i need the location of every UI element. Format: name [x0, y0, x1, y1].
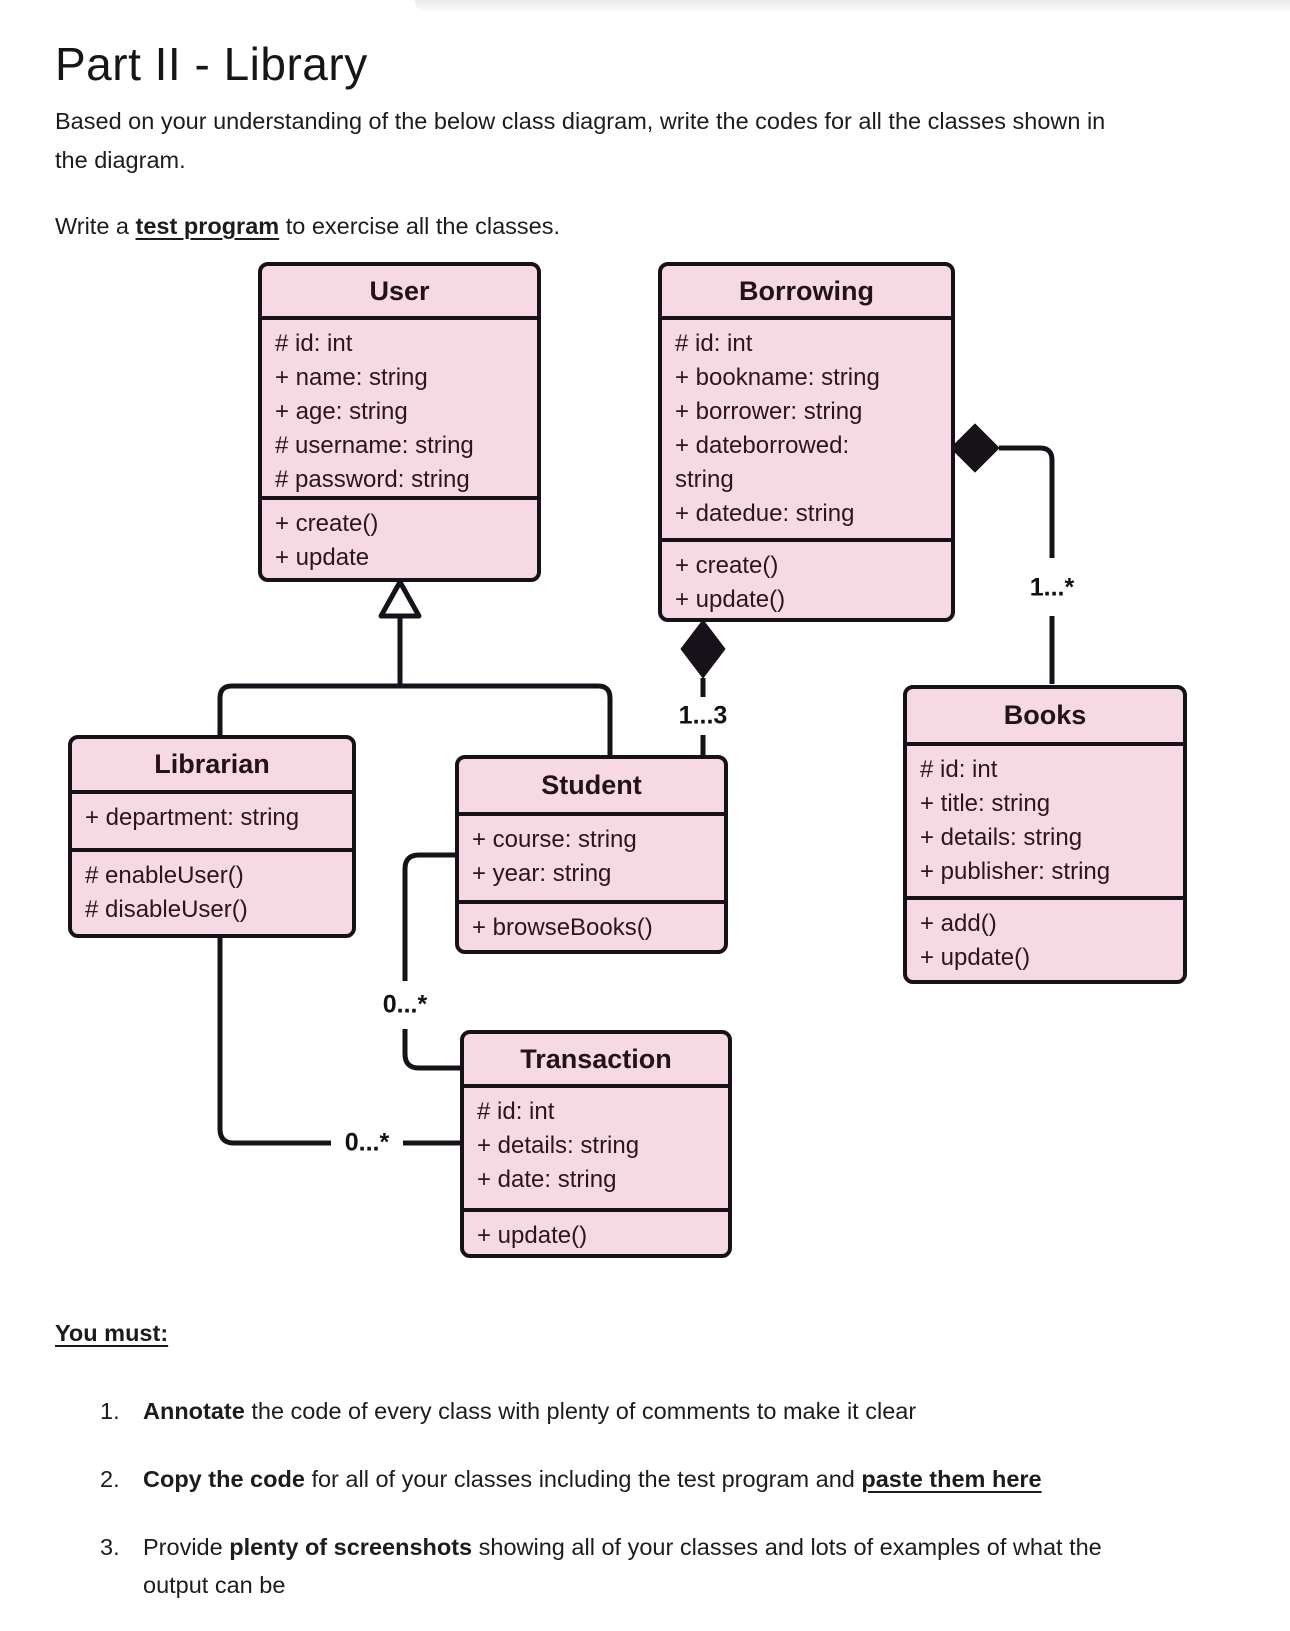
class-user-title: User — [262, 266, 537, 320]
page-title: Part II - Library — [55, 37, 368, 90]
class-borrowing-methods: + create() + update() — [662, 538, 951, 618]
list-number: 1. — [100, 1398, 120, 1424]
class-librarian-attributes: + department: string — [72, 794, 352, 848]
class-student-methods: + browseBooks() — [459, 900, 724, 950]
class-borrowing-box: Borrowing # id: int + bookname: string +… — [658, 262, 955, 622]
class-books-methods: + add() + update() — [907, 896, 1183, 980]
attribute-line: + course: string — [472, 826, 637, 853]
class-books-attributes: # id: int + title: string + details: str… — [907, 746, 1183, 896]
class-transaction-box: Transaction # id: int + details: string … — [460, 1030, 732, 1258]
requirement-rest: showing all of your classes and lots of … — [472, 1534, 1102, 1560]
method-line: + create() — [675, 552, 779, 579]
librarian-transaction-line-left — [217, 936, 331, 1146]
intro-line-2: the diagram. — [55, 146, 186, 173]
attribute-line: # password: string — [275, 466, 470, 493]
class-librarian-box: Librarian + department: string # enableU… — [68, 735, 356, 938]
attribute-line: + borrower: string — [675, 398, 863, 425]
attribute-line: + year: string — [472, 860, 612, 887]
list-number: 2. — [100, 1466, 120, 1492]
class-student-attributes: + course: string + year: string — [459, 816, 724, 900]
attribute-line: + bookname: string — [675, 364, 880, 391]
class-student-box: Student + course: string + year: string … — [455, 755, 728, 954]
annotate-emphasis: Annotate — [143, 1398, 245, 1424]
list-number: 3. — [100, 1534, 120, 1560]
borrowing-books-line-upper — [999, 445, 1055, 558]
requirement-text: Copy the code for all of your classes in… — [143, 1460, 1042, 1498]
attribute-line: string — [675, 466, 734, 493]
intro-line-1: Based on your understanding of the below… — [55, 107, 1106, 134]
attribute-line: + details: string — [477, 1132, 640, 1159]
method-line: + browseBooks() — [472, 914, 653, 941]
attribute-line: + dateborrowed: — [675, 432, 850, 459]
test-program-emphasis: test program — [135, 212, 280, 239]
multiplicity-student-transaction: 0...* — [382, 990, 428, 1019]
attribute-line: + date: string — [477, 1166, 617, 1193]
multiplicity-librarian-transaction: 0...* — [344, 1128, 390, 1157]
class-librarian-title: Librarian — [72, 739, 352, 794]
requirement-rest: the code of every class with plenty of c… — [244, 1398, 917, 1424]
attribute-line: # id: int — [477, 1098, 555, 1125]
class-transaction-attributes: # id: int + details: string + date: stri… — [464, 1088, 728, 1208]
screenshots-emphasis: plenty of screenshots — [229, 1534, 473, 1560]
class-librarian-methods: # enableUser() # disableUser() — [72, 848, 352, 934]
requirement-item-3: 3. Provide plenty of screenshots showing… — [100, 1528, 1220, 1604]
write-test-program-paragraph: Write a test program to exercise all the… — [55, 207, 1215, 246]
student-transaction-line-upper — [402, 852, 457, 981]
method-line: + add() — [920, 910, 997, 937]
class-borrowing-attributes: # id: int + bookname: string + borrower:… — [662, 320, 951, 538]
attribute-line: # id: int — [675, 330, 753, 357]
attribute-line: + age: string — [275, 398, 408, 425]
attribute-line: # username: string — [275, 432, 474, 459]
attribute-line: # id: int — [275, 330, 353, 357]
requirement-item-2: 2. Copy the code for all of your classes… — [100, 1460, 1220, 1498]
class-user-attributes: # id: int + name: string + age: string #… — [262, 320, 537, 496]
write-suffix: to exercise all the classes. — [279, 212, 560, 239]
multiplicity-borrowing-books: 1...* — [1029, 573, 1075, 602]
attribute-line: + publisher: string — [920, 858, 1111, 885]
copy-code-emphasis: Copy the code — [143, 1466, 305, 1492]
class-borrowing-title: Borrowing — [662, 266, 951, 320]
attribute-line: # id: int — [920, 756, 998, 783]
class-user-box: User # id: int + name: string + age: str… — [258, 262, 541, 582]
method-line: + create() — [275, 510, 379, 537]
method-line: # disableUser() — [85, 896, 248, 923]
class-transaction-methods: + update() — [464, 1208, 728, 1254]
attribute-line: + title: string — [920, 790, 1051, 817]
requirement-line-2: output can be — [143, 1572, 286, 1598]
class-user-methods: + create() + update — [262, 496, 537, 578]
paste-here-emphasis: paste them here — [861, 1466, 1042, 1492]
requirement-middle: for all of your classes including the te… — [304, 1466, 862, 1492]
attribute-line: + department: string — [85, 804, 300, 831]
class-books-title: Books — [907, 689, 1183, 746]
attribute-line: + name: string — [275, 364, 428, 391]
you-must-heading: You must: — [55, 1320, 168, 1347]
attribute-line: + details: string — [920, 824, 1083, 851]
you-must-text: You must: — [55, 1320, 169, 1346]
class-books-box: Books # id: int + title: string + detail… — [903, 685, 1187, 984]
attribute-line: + datedue: string — [675, 500, 855, 527]
intro-paragraph: Based on your understanding of the below… — [55, 102, 1215, 180]
composition-diamond-student-icon — [680, 619, 726, 679]
requirement-text: Provide plenty of screenshots showing al… — [143, 1528, 1102, 1604]
requirement-item-1: 1. Annotate the code of every class with… — [100, 1392, 1220, 1430]
class-student-title: Student — [459, 759, 724, 816]
requirement-text: Annotate the code of every class with pl… — [143, 1392, 916, 1430]
multiplicity-borrowing-student: 1...3 — [678, 701, 728, 730]
method-line: # enableUser() — [85, 862, 244, 889]
top-artifact-bar — [415, 0, 1290, 11]
composition-diamond-books-icon — [950, 423, 1000, 473]
method-line: + update() — [920, 944, 1031, 971]
method-line: + update() — [477, 1222, 588, 1249]
student-transaction-line-lower — [402, 1029, 462, 1071]
inheritance-triangle-icon — [378, 579, 422, 619]
class-transaction-title: Transaction — [464, 1034, 728, 1088]
requirement-prefix: Provide — [143, 1534, 230, 1560]
method-line: + update — [275, 544, 370, 571]
write-prefix: Write a — [55, 212, 136, 239]
method-line: + update() — [675, 586, 786, 613]
